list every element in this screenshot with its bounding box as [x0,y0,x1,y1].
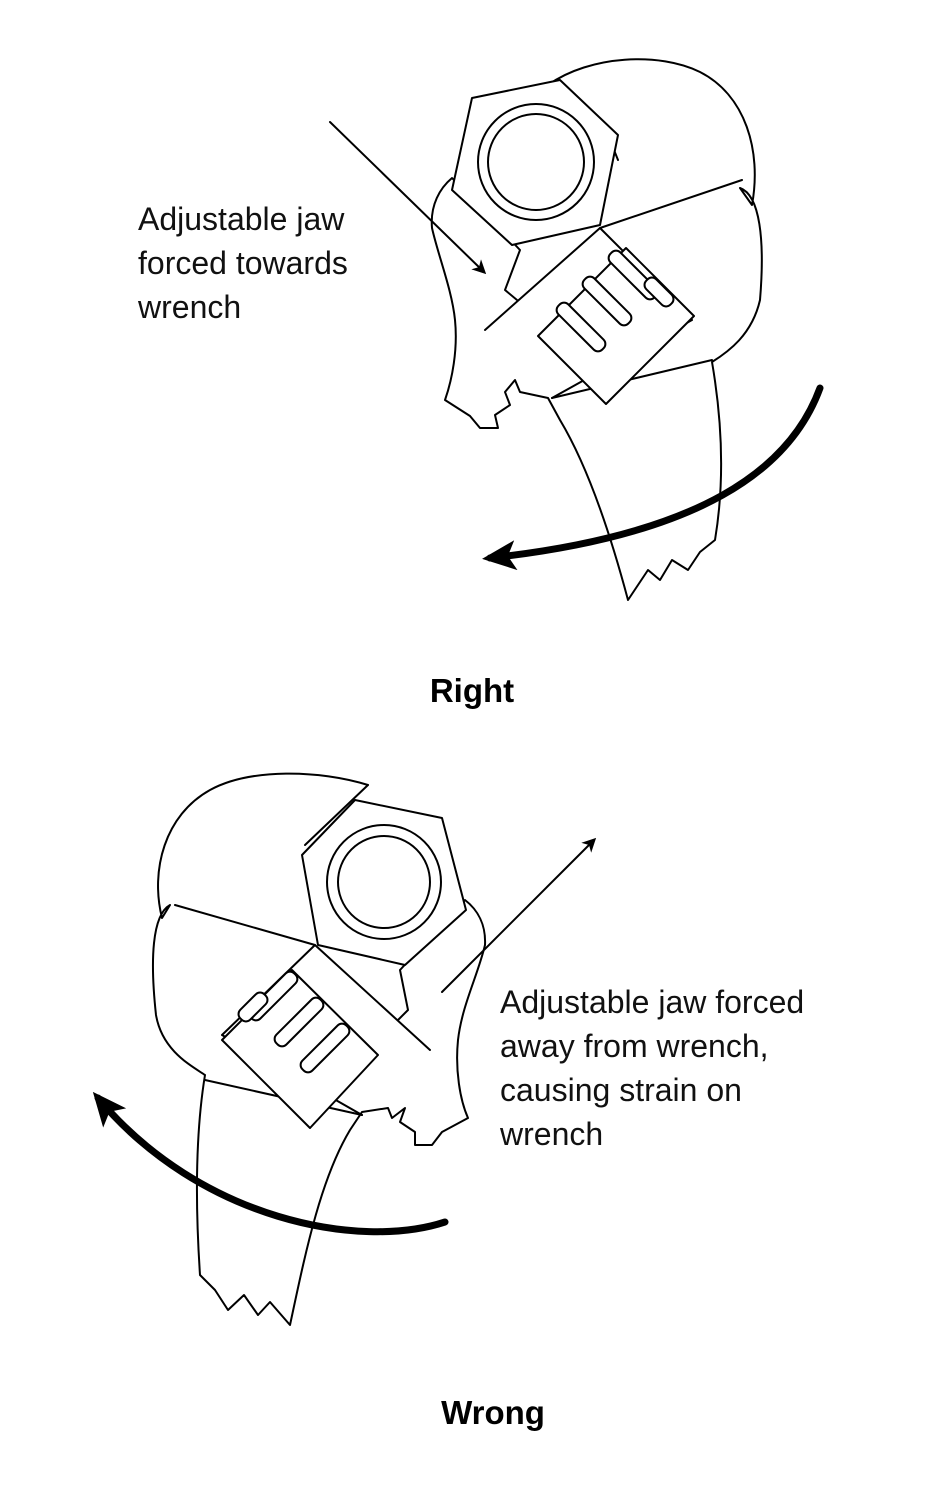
wrong-force-arrow [441,837,597,993]
wrong-wrench-head [152,772,487,1326]
right-nut-outer-ring [477,103,595,221]
right-caption: Right [429,672,515,709]
wrong-wrench [152,772,487,1326]
right-nut-inner-ring [487,113,585,211]
right-worm-housing [537,247,695,405]
wrong-rotation-arrow [92,1091,449,1236]
wrong-worm-threads [237,970,351,1074]
right-annotation: Adjustable jaw forced towards wrench [138,201,348,325]
wrong-nut-inner-ring [337,835,431,929]
right-force-arrow [329,121,487,275]
right-rotation-arrow [482,384,824,571]
right-worm-threads [555,249,675,353]
right-wrench [430,58,763,601]
right-wrench-head [430,58,763,601]
wrong-worm-housing [221,969,379,1129]
wrong-caption: Wrong [441,1394,545,1431]
wrong-nut-outer-ring [326,824,442,940]
wrong-annotation: Adjustable jaw forced away from wrench, … [500,984,805,1152]
